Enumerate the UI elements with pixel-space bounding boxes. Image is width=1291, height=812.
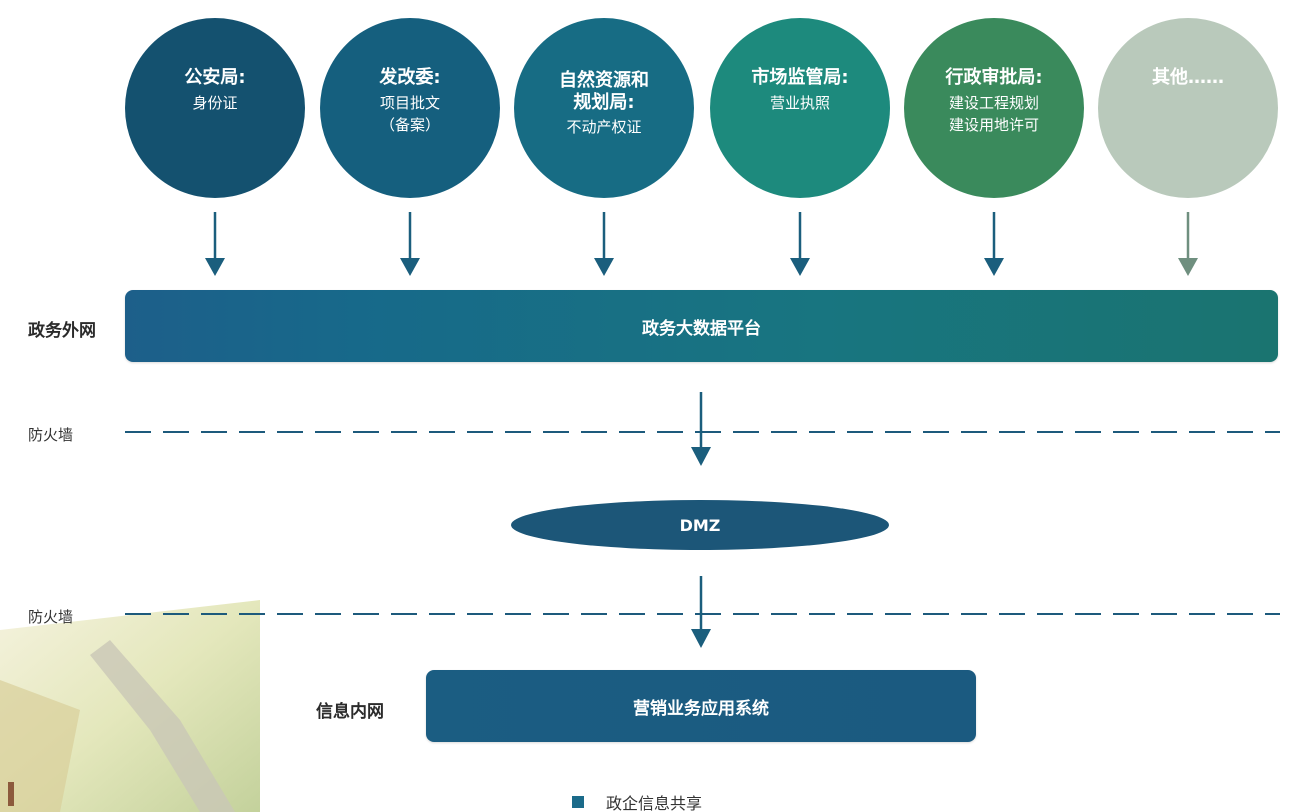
- landscape-decoration: [0, 600, 260, 812]
- app-system-label: 营销业务应用系统: [633, 698, 769, 719]
- dmz-zone: DMZ: [511, 500, 889, 550]
- agency-arrow-head: [594, 258, 614, 276]
- square-bullet-icon: [572, 796, 584, 808]
- agency-docs: 建设工程规划 建设用地许可: [948, 94, 1039, 134]
- agency-circle-development-reform: 发改委: 项目批文 （备案）: [320, 18, 500, 198]
- agency-name: 其他……: [1152, 67, 1224, 88]
- arrow-dmz-to-app: [691, 576, 711, 648]
- platform-label: 政务大数据平台: [642, 318, 761, 339]
- firewall-label-2: 防火墙: [28, 608, 74, 626]
- marketing-business-app-system: 营销业务应用系统: [426, 670, 976, 742]
- agency-arrow-head: [984, 258, 1004, 276]
- agency-circle-administrative-approval: 行政审批局: 建设工程规划 建设用地许可: [904, 18, 1084, 198]
- firewall-label-1: 防火墙: [28, 426, 74, 444]
- agency-arrow-head: [400, 258, 420, 276]
- agency-circle-other: 其他……: [1098, 18, 1278, 198]
- agency-name: 发改委:: [379, 67, 441, 88]
- agency-name: 公安局:: [184, 67, 246, 88]
- caption-text: 政企信息共享: [606, 794, 703, 812]
- dmz-label: DMZ: [679, 515, 721, 535]
- arrow-platform-to-dmz: [691, 392, 711, 466]
- agency-name: 自然资源和 规划局:: [559, 70, 649, 113]
- agency-docs: 不动产权证: [566, 118, 642, 136]
- agency-arrows: [205, 212, 1198, 276]
- agency-name: 市场监管局:: [751, 67, 849, 88]
- agency-circle-natural-resources: 自然资源和 规划局: 不动产权证: [514, 18, 694, 198]
- agency-circle-public-security: 公安局: 身份证: [125, 18, 305, 198]
- agency-arrow-head: [790, 258, 810, 276]
- agency-arrow-head: [1178, 258, 1198, 276]
- agency-name: 行政审批局:: [945, 67, 1043, 88]
- agency-docs: 营业执照: [769, 94, 830, 112]
- agency-arrow-head: [205, 258, 225, 276]
- diagram-caption: 政企信息共享: [572, 790, 702, 812]
- agency-docs: 项目批文 （备案）: [379, 94, 440, 134]
- agency-circle-market-regulation: 市场监管局: 营业执照: [710, 18, 890, 198]
- government-big-data-platform: 政务大数据平台: [125, 290, 1278, 362]
- external-network-label: 政务外网: [28, 321, 96, 341]
- agency-docs: 身份证: [192, 94, 238, 112]
- internal-network-label: 信息内网: [316, 702, 384, 722]
